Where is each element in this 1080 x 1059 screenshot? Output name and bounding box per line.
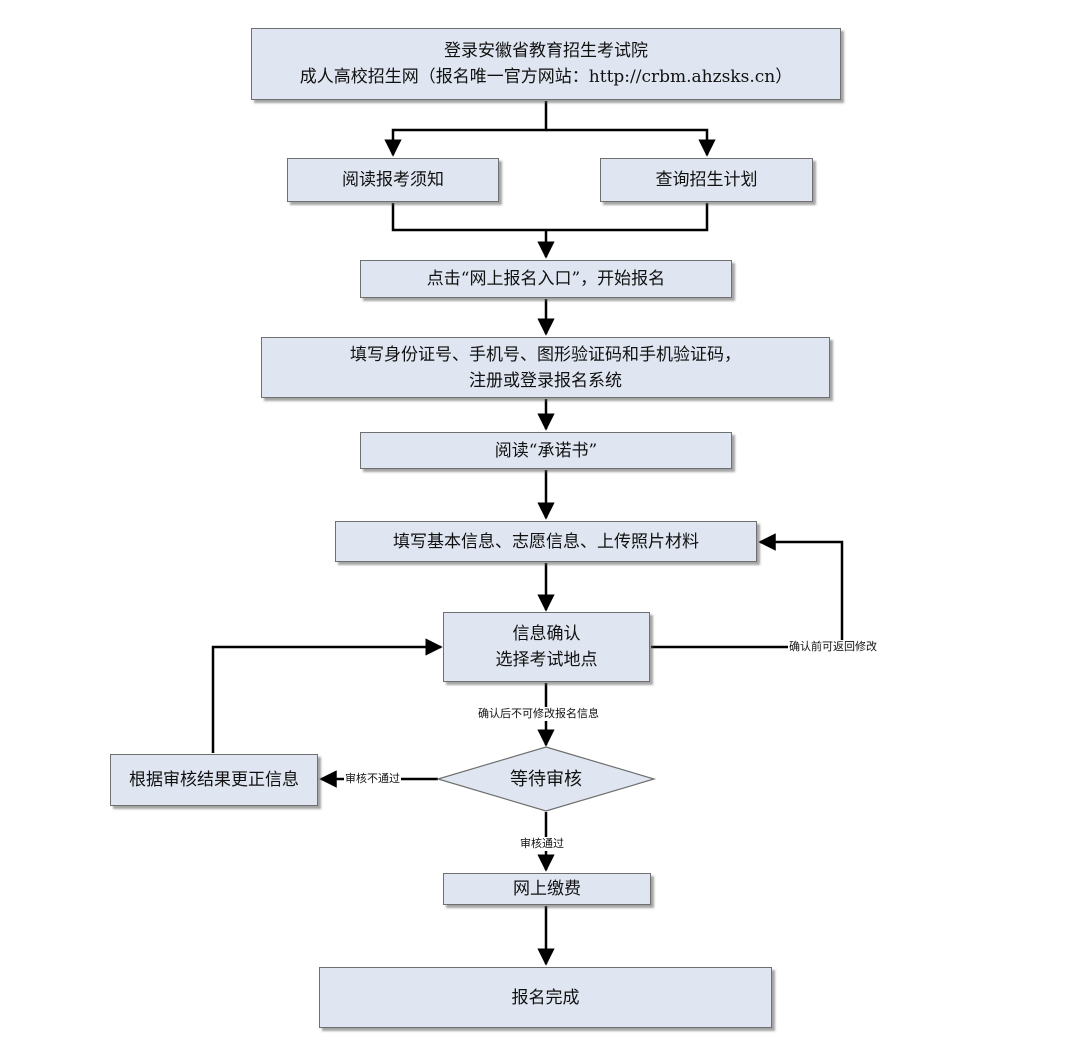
connector-correct-to-confirm <box>211 638 443 753</box>
node-read-notice-label: 阅读报考须知 <box>342 170 444 190</box>
connector-login-split <box>384 101 548 157</box>
node-register-line-1: 填写身份证号、手机号、图形验证码和手机验证码， <box>350 344 741 365</box>
node-correct-info: 根据审核结果更正信息 <box>110 754 318 806</box>
node-done: 报名完成 <box>319 967 772 1028</box>
edge-label-review-failed: 审核不通过 <box>344 772 401 786</box>
node-login: 登录安徽省教育招生考试院 成人高校招生网（报名唯一官方网站：http://crb… <box>251 28 841 100</box>
node-confirm-line-2: 选择考试地点 <box>495 650 598 670</box>
node-pay-online-label: 网上缴费 <box>513 879 581 899</box>
node-query-plan-label: 查询招生计划 <box>655 170 758 190</box>
node-done-label: 报名完成 <box>511 987 580 1008</box>
node-pay-online: 网上缴费 <box>443 873 651 905</box>
node-confirm-line-1: 信息确认 <box>512 624 581 644</box>
node-click-entry: 点击“网上报名入口”，开始报名 <box>360 260 732 298</box>
node-click-entry-label: 点击“网上报名入口”，开始报名 <box>426 269 666 289</box>
connector-login-split-right <box>546 128 716 157</box>
node-read-pledge: 阅读“承诺书” <box>360 432 732 469</box>
node-fill-info: 填写基本信息、志愿信息、上传照片材料 <box>335 521 757 562</box>
node-correct-info-label: 根据审核结果更正信息 <box>129 770 299 790</box>
node-read-pledge-label: 阅读“承诺书” <box>494 440 598 461</box>
connector-back-to-fill-info <box>651 533 844 649</box>
node-fill-info-label: 填写基本信息、志愿信息、上传照片材料 <box>393 531 699 552</box>
node-confirm: 信息确认 选择考试地点 <box>443 612 650 682</box>
node-login-line-2: 成人高校招生网（报名唯一官方网站：http://crbm.ahzsks.cn） <box>299 67 793 87</box>
edge-label-back-before-confirm: 确认前可返回修改 <box>788 640 878 654</box>
edge-label-review-passed: 审核通过 <box>519 837 565 851</box>
node-register: 填写身份证号、手机号、图形验证码和手机验证码， 注册或登录报名系统 <box>261 337 830 398</box>
node-register-line-2: 注册或登录报名系统 <box>469 370 622 391</box>
await-review-diamond <box>435 746 657 812</box>
node-await-review-label: 等待审核 <box>510 769 582 790</box>
edge-label-after-confirm: 确认后不可修改报名信息 <box>477 707 600 721</box>
connector-merge <box>391 203 709 232</box>
node-query-plan: 查询招生计划 <box>600 158 813 202</box>
node-read-notice: 阅读报考须知 <box>287 158 499 202</box>
node-login-line-1: 登录安徽省教育招生考试院 <box>444 41 648 61</box>
